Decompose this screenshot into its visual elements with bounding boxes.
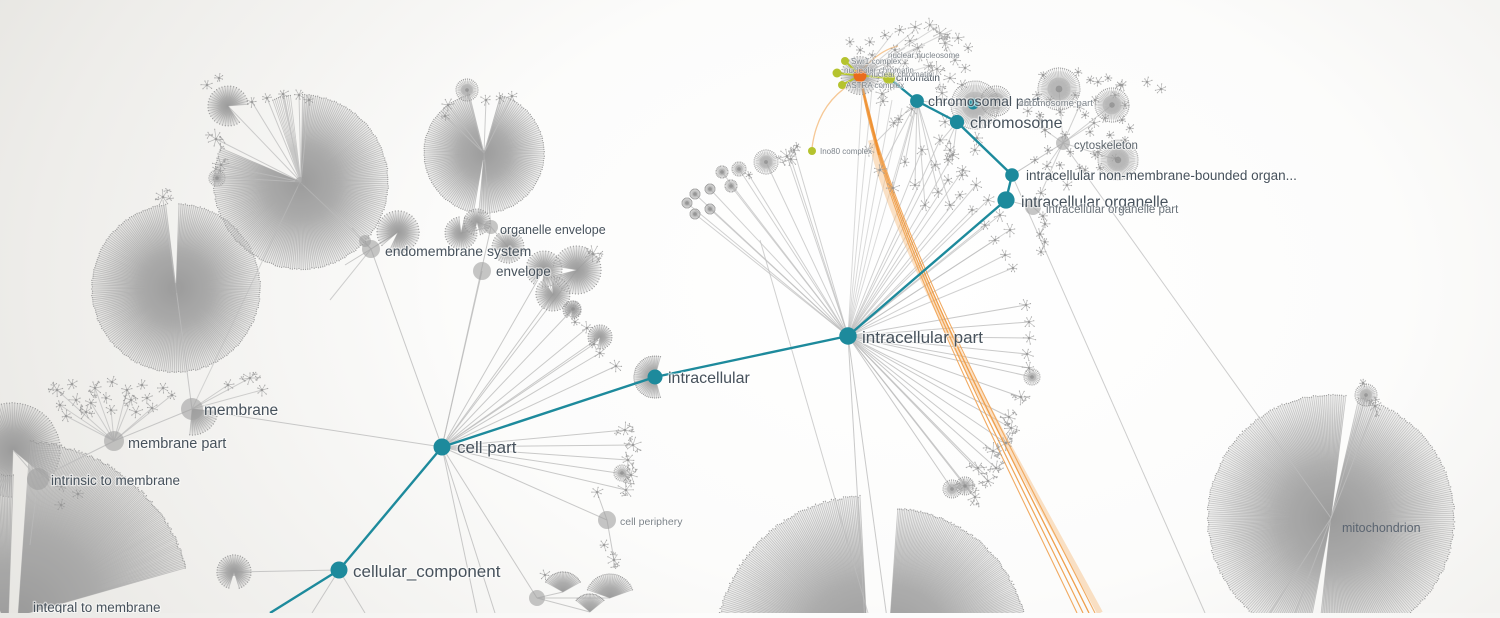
svg-text:ASTRA complex: ASTRA complex [846, 81, 904, 90]
svg-text:Swr1 complex: Swr1 complex [851, 57, 901, 66]
svg-text:integral to membrane: integral to membrane [33, 600, 161, 613]
svg-text:cellular_component: cellular_component [353, 562, 501, 581]
svg-text:mitochondrion: mitochondrion [1342, 521, 1421, 535]
svg-text:intracellular organelle part: intracellular organelle part [1046, 204, 1179, 216]
svg-text:chromosomal part: chromosomal part [928, 93, 1040, 109]
svg-text:intracellular part: intracellular part [862, 328, 983, 347]
svg-text:intracellular organelle: intracellular organelle [1021, 194, 1168, 211]
svg-text:membrane: membrane [204, 402, 278, 419]
svg-text:endomembrane system: endomembrane system [385, 243, 531, 259]
svg-text:cell part: cell part [457, 438, 517, 457]
svg-text:nuclear chromatin: nuclear chromatin [869, 70, 933, 79]
svg-text:envelope: envelope [496, 264, 551, 279]
svg-text:Ino80 complex: Ino80 complex [820, 147, 872, 156]
svg-text:chromosome: chromosome [970, 115, 1063, 132]
svg-text:intrinsic to membrane: intrinsic to membrane [51, 473, 180, 488]
svg-text:cytoskeleton: cytoskeleton [1074, 140, 1138, 152]
svg-text:nucleolar chromatin: nucleolar chromatin [844, 66, 914, 75]
svg-text:membrane part: membrane part [128, 436, 226, 452]
svg-text:nuclear nucleosome: nuclear nucleosome [888, 51, 960, 60]
svg-text:organelle envelope: organelle envelope [500, 223, 606, 237]
svg-text:chromatin: chromatin [896, 73, 940, 84]
svg-text:chromosome part: chromosome part [1019, 98, 1093, 109]
svg-text:cell periphery: cell periphery [620, 516, 683, 528]
svg-text:intracellular: intracellular [668, 370, 750, 387]
svg-text:intracellular non-membrane-bou: intracellular non-membrane-bounded organ… [1026, 168, 1297, 183]
